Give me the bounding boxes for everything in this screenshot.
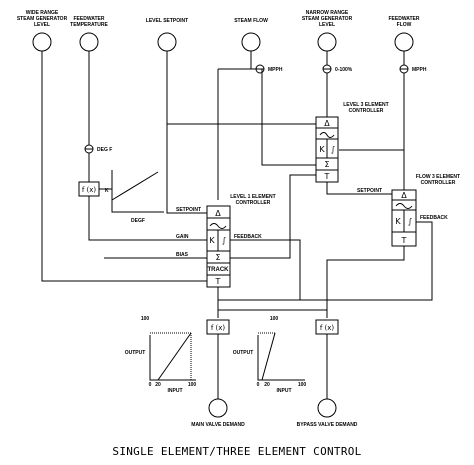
steam-flow-label: STEAM FLOW	[234, 18, 268, 24]
svg-text:f (x): f (x)	[320, 324, 335, 332]
svg-text:CONTROLLER: CONTROLLER	[349, 108, 384, 114]
signal-lines	[41, 51, 433, 400]
temperature-transmitter: DEG F	[84, 144, 112, 154]
main-valve-fx-block: f (x)	[206, 319, 230, 335]
svg-text:Σ: Σ	[215, 253, 220, 262]
svg-text:Δ: Δ	[215, 209, 221, 218]
main-valve-demand-label: MAIN VALVE DEMAND	[191, 422, 245, 428]
svg-text:INPUT: INPUT	[168, 388, 183, 394]
narrow-range-transmitter: 0-100%	[322, 64, 353, 74]
level-setpoint-input-circle	[157, 32, 177, 52]
svg-text:K: K	[209, 236, 215, 245]
bias-label: BIAS	[176, 252, 189, 258]
feedback-f3-label: FEEDBACK	[420, 215, 448, 221]
svg-text:DEG F: DEG F	[97, 147, 112, 153]
level-setpoint-label: LEVEL SETPOINT	[146, 18, 188, 24]
flow3-controller: Δ K ∫ T FLOW 3 ELEMENT CONTROLLER	[391, 174, 460, 247]
svg-text:LEVEL: LEVEL	[319, 22, 335, 28]
svg-text:∫: ∫	[408, 217, 412, 226]
svg-text:Δ: Δ	[324, 119, 330, 128]
bypass-valve-demand-label: BYPASS VALVE DEMAND	[297, 422, 358, 428]
svg-text:FLOW 3 ELEMENT: FLOW 3 ELEMENT	[416, 174, 460, 180]
narrow-range-label: NARROW RANGE STEAM GENERATOR LEVEL	[302, 10, 353, 28]
svg-text:FEEDWATER: FEEDWATER	[73, 16, 104, 22]
svg-text:∫: ∫	[222, 236, 226, 245]
feedwater-flow-transmitter: MPPH	[399, 64, 427, 74]
bypass-valve-fx-block: f (x)	[315, 319, 339, 335]
svg-text:TEMPERATURE: TEMPERATURE	[70, 22, 108, 28]
main-valve-demand-circle	[208, 398, 228, 418]
svg-text:STEAM GENERATOR: STEAM GENERATOR	[302, 16, 353, 22]
level3-controller: Δ K ∫ Σ T LEVEL 3 ELEMENT CONTROLLER	[315, 102, 389, 183]
wide-range-label: WIDE RANGE STEAM GENERATOR LEVEL	[17, 10, 68, 28]
temp-fx-block: f (x)	[78, 181, 100, 197]
temp-k-graph: K DEGF	[99, 170, 164, 224]
svg-text:20: 20	[155, 382, 161, 388]
svg-text:K: K	[319, 145, 325, 154]
svg-text:WIDE RANGE: WIDE RANGE	[26, 10, 59, 16]
svg-text:K: K	[395, 217, 401, 226]
svg-text:LEVEL 3 ELEMENT: LEVEL 3 ELEMENT	[343, 102, 388, 108]
svg-text:CONTROLLER: CONTROLLER	[421, 180, 456, 186]
svg-text:MPPH: MPPH	[412, 67, 427, 73]
svg-text:FLOW: FLOW	[397, 22, 412, 28]
svg-text:100: 100	[141, 316, 150, 322]
svg-text:MPPH: MPPH	[268, 67, 283, 73]
svg-text:LEVEL 1 ELEMENT: LEVEL 1 ELEMENT	[230, 194, 275, 200]
svg-text:DEGF: DEGF	[131, 218, 145, 224]
svg-text:f (x): f (x)	[82, 186, 97, 194]
main-valve-graph: 100 OUTPUT 0 20 100 INPUT	[125, 316, 197, 394]
svg-text:Σ: Σ	[324, 160, 329, 169]
svg-text:100: 100	[298, 382, 307, 388]
svg-text:100: 100	[188, 382, 197, 388]
svg-text:STEAM FLOW: STEAM FLOW	[234, 18, 268, 24]
svg-text:T: T	[401, 236, 407, 245]
svg-text:FEEDWATER: FEEDWATER	[388, 16, 419, 22]
diagram-title: SINGLE ELEMENT/THREE ELEMENT CONTROL	[112, 445, 361, 458]
svg-text:K: K	[105, 188, 109, 194]
svg-text:INPUT: INPUT	[277, 388, 292, 394]
steam-flow-transmitter: MPPH	[255, 64, 283, 74]
svg-text:OUTPUT: OUTPUT	[125, 350, 146, 356]
steam-flow-input-circle	[241, 32, 261, 52]
level1-controller: Δ K ∫ Σ TRACK T LEVEL 1 ELEMENT CONTROLL…	[206, 194, 276, 288]
svg-text:LEVEL: LEVEL	[34, 22, 50, 28]
svg-text:Δ: Δ	[401, 191, 407, 200]
svg-text:OUTPUT: OUTPUT	[233, 350, 254, 356]
svg-text:NARROW RANGE: NARROW RANGE	[306, 10, 349, 16]
svg-text:LEVEL SETPOINT: LEVEL SETPOINT	[146, 18, 188, 24]
svg-text:T: T	[324, 172, 330, 181]
svg-text:100: 100	[270, 316, 279, 322]
setpoint-l1-label: SETPOINT	[176, 207, 201, 213]
feedwater-flow-input-circle	[394, 32, 414, 52]
svg-text:STEAM GENERATOR: STEAM GENERATOR	[17, 16, 68, 22]
feedback-l1-label: FEEDBACK	[234, 234, 262, 240]
svg-text:20: 20	[264, 382, 270, 388]
svg-text:0: 0	[257, 382, 260, 388]
svg-text:f (x): f (x)	[211, 324, 226, 332]
setpoint-f3-label: SETPOINT	[357, 188, 382, 194]
feedwater-temp-input-circle	[79, 32, 99, 52]
wide-range-input-circle	[32, 32, 52, 52]
svg-text:T: T	[215, 277, 221, 286]
bypass-valve-graph: 100 OUTPUT 0 20 100 INPUT	[233, 316, 307, 394]
feedwater-temp-label: FEEDWATER TEMPERATURE	[70, 16, 108, 28]
svg-text:0-100%: 0-100%	[335, 67, 353, 73]
svg-text:TRACK: TRACK	[208, 267, 230, 273]
svg-text:CONTROLLER: CONTROLLER	[236, 200, 271, 206]
svg-text:∫: ∫	[331, 145, 335, 154]
feedwater-flow-label: FEEDWATER FLOW	[388, 16, 419, 28]
narrow-range-input-circle	[317, 32, 337, 52]
gain-label: GAIN	[176, 234, 189, 240]
bypass-valve-demand-circle	[317, 398, 337, 418]
svg-text:0: 0	[149, 382, 152, 388]
